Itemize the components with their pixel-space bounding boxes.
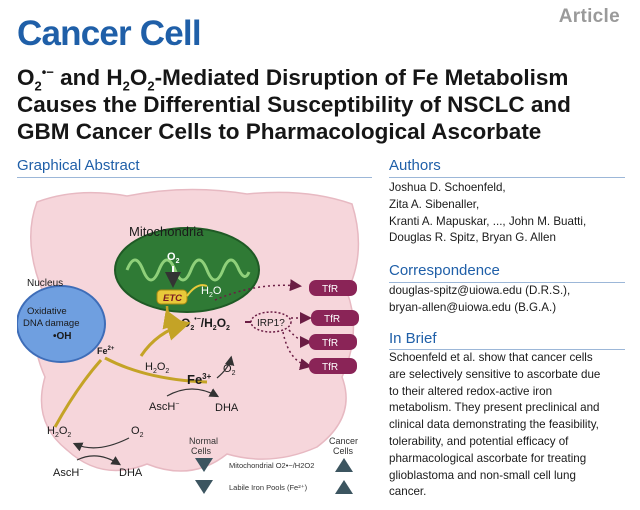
fe3-to-o2-arrow [216,355,235,379]
in-brief-text: Schoenfeld et al. show that cancer cells… [389,350,600,501]
svg-text:TfR: TfR [322,338,338,349]
tfr-receptor-1: TfR [309,280,357,296]
author-line: Zita A. Sibenaller, [389,197,480,211]
authors-heading: Authors [389,157,441,174]
author-line: Joshua D. Schoenfeld, [389,181,506,194]
svg-text:TfR: TfR [324,314,340,325]
in-brief-line: cancer. [389,485,427,499]
mitochondria-shape [114,227,260,313]
in-brief-line: metabolism. They present preclinical and [389,401,600,415]
superoxide-peroxide-label: O2•−/H2O2 [181,316,230,332]
o2-low-label: O2 [131,425,144,439]
correspondence-heading: Correspondence [389,262,500,279]
graphical-abstract-rule [17,177,372,178]
svg-text:TfR: TfR [322,284,338,295]
email-link-allen[interactable]: bryan-allen@uiowa.edu (B.G.A.) [389,300,557,314]
mitochondria-label: Mitochondria [129,224,204,239]
graphical-abstract-heading: Graphical Abstract [17,157,140,174]
o2-top-label: O2 [167,251,180,265]
author-line: Kranti A. Mapuskar, ..., John M. Buatti, [389,214,587,228]
cancer-up-chevron-icon-2 [335,480,353,494]
comparison-mito-label: Mitochondrial O2•−/H2O2 [229,461,314,470]
in-brief-line: pharmacological ascorbate for treating [389,451,587,465]
asch-to-dha-arrow-mid [166,388,220,398]
in-brief-rule [389,349,625,350]
authors-list: Joshua D. Schoenfeld, Zita A. Sibenaller… [389,180,586,247]
title-line-1: O2•− and H2O2-Mediated Disruption of Fe … [17,64,569,94]
title-line-2: Causes the Differential Susceptibility o… [17,92,571,117]
article-type-label: Article [558,6,620,27]
dha-low-label: DHA [119,467,143,479]
nucleus-shape [16,285,106,363]
asch-low-label: AscH− [53,467,83,479]
tfr-receptor-3: TfR [309,334,357,350]
tfr-receptor-2: TfR [311,310,359,326]
correspondence-list: douglas-spitz@uiowa.edu (D.R.S.), bryan-… [389,283,570,317]
normal-cells-label-1: Normal [189,436,218,446]
correspondence-rule [389,282,625,283]
h2o-label: H2O [201,285,222,299]
hydroxyl-radical-label: •OH [53,331,72,342]
cancer-up-chevron-icon-1 [335,458,353,472]
graphical-abstract-svg: Mitochondria O2 ETC H2O O2•−/H2O2 IRP1? … [16,188,360,494]
graphical-abstract-figure[interactable]: Mitochondria O2 ETC H2O O2•−/H2O2 IRP1? … [16,182,372,505]
nucleus-label: Nucleus [27,278,63,289]
cancer-cells-label-1: Cancer [329,436,358,446]
tfr-arrow-4 [282,331,312,371]
o2-to-h2o2-arrow [72,437,130,452]
email-link-spitz[interactable]: douglas-spitz@uiowa.edu (D.R.S.), [389,284,571,297]
svg-text:TfR: TfR [322,362,338,373]
h2o2-mid-label: H2O2 [145,361,169,375]
fe2-to-lower-arrow [53,359,103,428]
etc-label: ETC [163,293,182,304]
normal-cells-label-2: Cells [191,446,212,456]
in-brief-line: clinical data demonstrating the feasibil… [389,418,599,432]
irp1-label: IRP1? [257,318,285,329]
etc-badge [156,289,188,305]
oxidative-damage-line1: Oxidative [27,306,67,317]
asch-to-dha-arrow-low [76,455,122,466]
dha-mid-label: DHA [215,402,239,414]
in-brief-heading: In Brief [389,330,437,347]
tfr-receptor-4: TfR [309,358,357,374]
fe-to-radicals-arrow [139,317,191,357]
comparison-iron-label: Labile Iron Pools (Fe²⁺) [229,483,308,492]
cancer-cells-label-2: Cells [333,446,354,456]
fe2-to-fe3-arrow [104,356,208,384]
cell-membrane-shape [30,188,360,472]
etc-to-h2o-arrow [186,284,208,297]
article-title: O2•− and H2O2-Mediated Disruption of Fe … [17,64,627,145]
author-line: Douglas R. Spitz, Bryan G. Allen [389,231,556,245]
h2o2-low-label: H2O2 [47,425,71,439]
authors-rule [389,177,625,178]
in-brief-line: Schoenfeld et al. show that cancer cells [389,351,593,364]
asch-mid-label: AscH− [149,401,179,413]
normal-down-chevron-icon-1 [195,458,213,472]
journal-name[interactable]: Cancer Cell [17,14,202,53]
in-brief-line: to their altered redox-active iron [389,384,553,398]
fe2-label: Fe2+ [97,346,115,356]
mitochondria-cristae [125,258,251,282]
fe3-label: Fe3+ [187,372,212,387]
title-line-3: GBM Cancer Cells to Pharmacological Asco… [17,119,542,144]
oxidative-damage-line2: DNA damage [23,318,80,329]
o2-mid-label: O2 [223,363,236,377]
in-brief-line: glioblastoma and non-small cell lung [389,468,576,482]
in-brief-line: are selectively sensitive to ascorbate d… [389,367,601,381]
in-brief-line: tolerability, and potential efficacy of [389,434,569,448]
normal-down-chevron-icon-2 [195,480,213,494]
